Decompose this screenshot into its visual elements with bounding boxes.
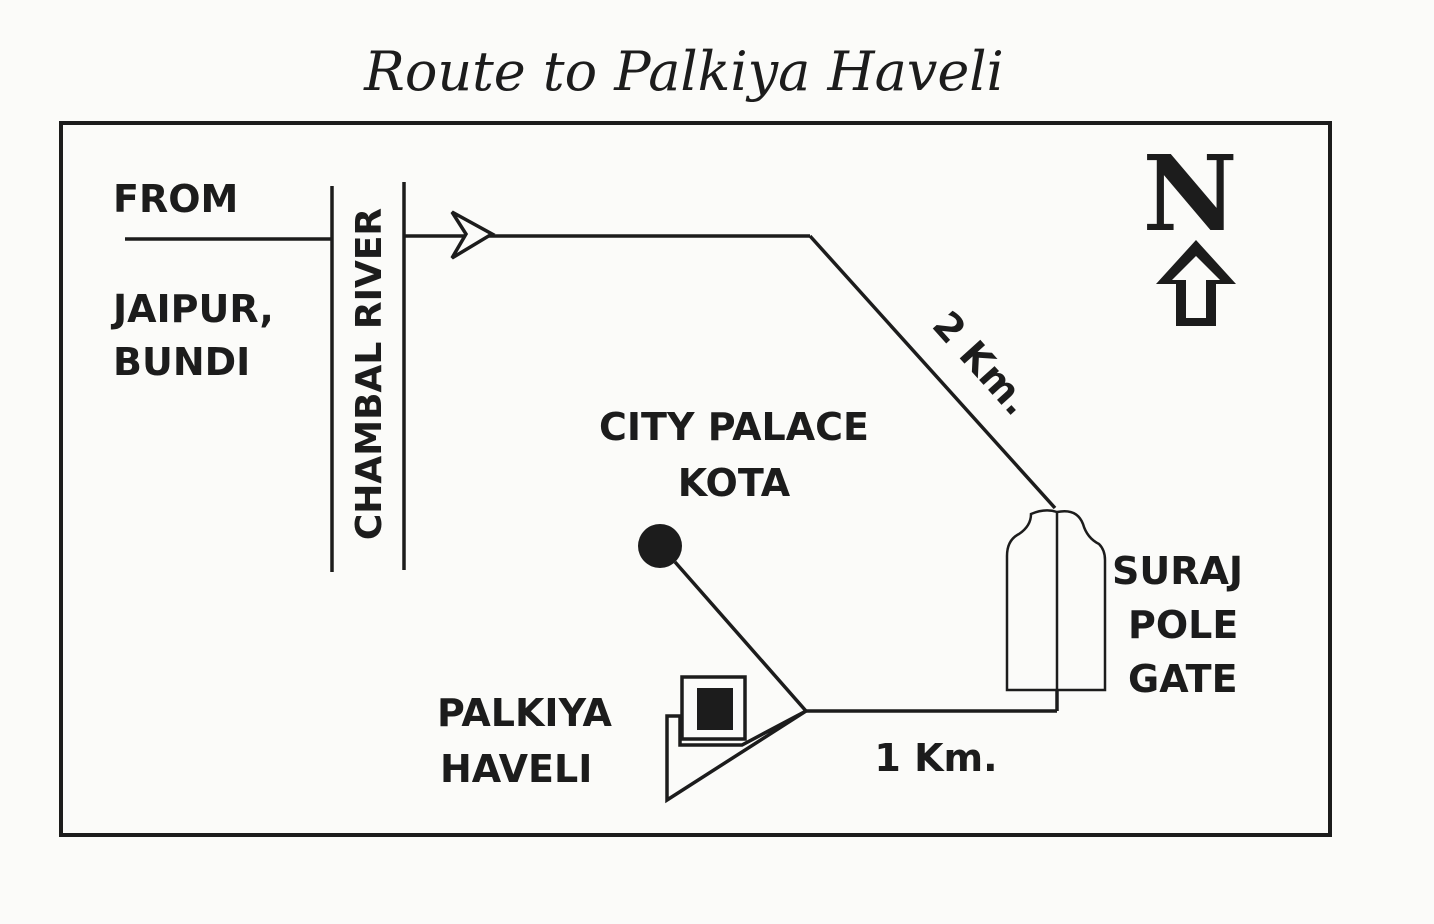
haveli-plot-outline bbox=[665, 709, 807, 804]
river-label: CHAMBAL RIVER bbox=[349, 208, 390, 540]
direction-arrow-icon bbox=[450, 210, 496, 260]
city-palace-line1: CITY PALACE bbox=[599, 405, 869, 449]
road-diagonal-segment bbox=[808, 234, 1057, 510]
palace-road bbox=[673, 560, 808, 713]
gate-icon bbox=[1005, 509, 1107, 692]
city-palace-marker-icon bbox=[638, 524, 682, 568]
city-palace: CITY PALACE KOTA bbox=[599, 405, 869, 713]
up-arrow-inner bbox=[1172, 256, 1220, 318]
suraj-pole-line1: SURAJ bbox=[1112, 549, 1243, 593]
suraj-pole-line2: POLE bbox=[1128, 603, 1238, 647]
origin-city-2-text: BUNDI bbox=[113, 340, 250, 384]
palkiya-haveli-line1: PALKIYA bbox=[437, 691, 612, 735]
origin-label: FROM JAIPUR, BUNDI bbox=[110, 177, 274, 384]
city-palace-line2: KOTA bbox=[678, 461, 791, 505]
north-compass: N bbox=[1142, 132, 1238, 326]
chambal-river: CHAMBAL RIVER bbox=[330, 182, 406, 572]
palkiya-haveli-line2: HAVELI bbox=[440, 747, 592, 791]
haveli-building-outline bbox=[680, 675, 747, 741]
distance-1km-label: 1 Km. bbox=[874, 736, 997, 780]
map-title: Route to Palkiya Haveli bbox=[363, 40, 1004, 103]
origin-city-1-text: JAIPUR, bbox=[110, 287, 274, 331]
map-frame bbox=[59, 121, 1332, 837]
main-road bbox=[125, 210, 1057, 510]
suraj-pole-gate: SURAJ POLE GATE bbox=[1005, 509, 1243, 701]
suraj-pole-line3: GATE bbox=[1128, 657, 1238, 701]
origin-from-text: FROM bbox=[113, 177, 238, 221]
north-letter: N bbox=[1142, 132, 1237, 255]
palkiya-haveli: PALKIYA HAVELI bbox=[437, 675, 807, 804]
haveli-building-icon bbox=[697, 688, 733, 730]
haveli-road: 1 Km. bbox=[806, 690, 1059, 780]
